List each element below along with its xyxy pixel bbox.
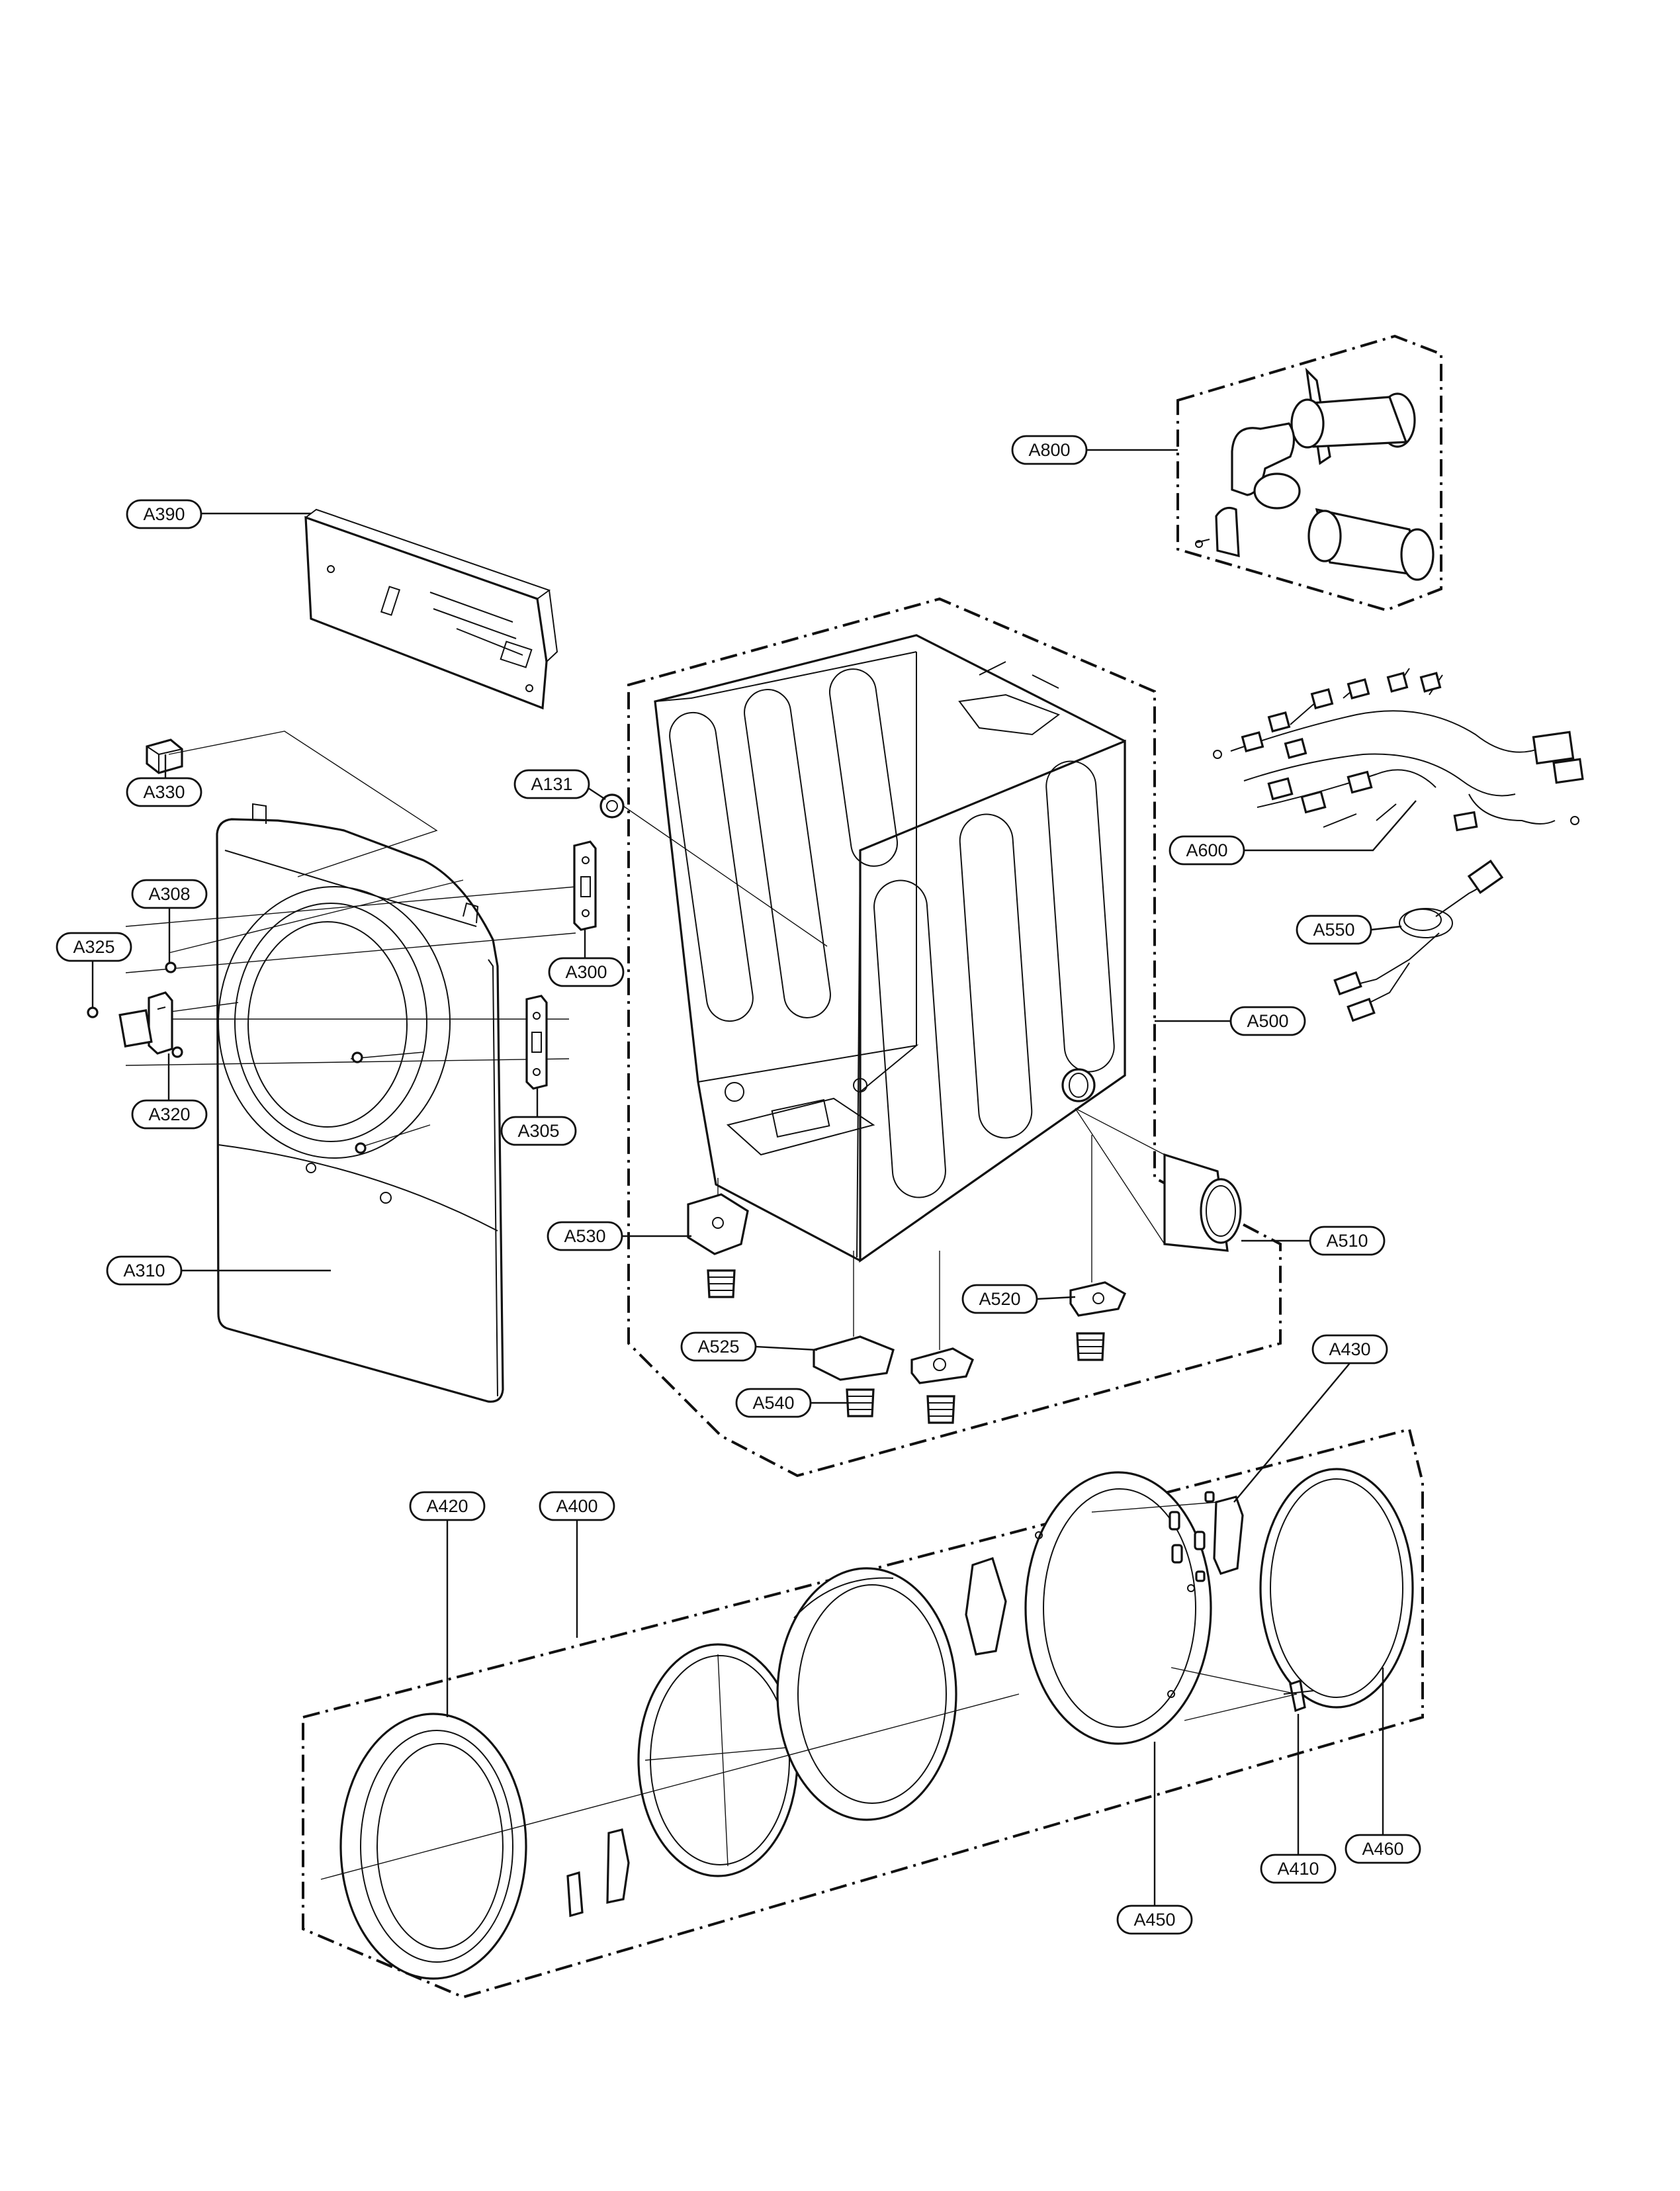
projection-lines-door [320,1501,1298,1880]
callout-a460-label: A460 [1362,1839,1403,1859]
callout-a325-label: A325 [73,937,114,957]
hinge-plate-upper [573,840,597,931]
callout-a310-label: A310 [123,1261,165,1280]
callout-a305: A305 [500,1116,577,1146]
callout-a308-label: A308 [148,884,190,904]
callout-a520: A520 [961,1284,1038,1314]
callout-a310: A310 [106,1255,183,1286]
callout-a300: A300 [548,957,625,987]
callout-a600: A600 [1169,835,1245,866]
callout-a530: A530 [547,1221,623,1251]
callout-a550-label: A550 [1313,920,1354,940]
group-boundary-duct [1176,334,1442,612]
hinge-clip-part [146,738,183,774]
latch-bracket [118,991,173,1055]
callout-a330: A330 [126,777,202,807]
callout-a500-label: A500 [1247,1011,1288,1031]
door-inner-frame [776,1567,957,1821]
callout-a390-label: A390 [143,504,185,524]
screws-front [87,961,367,1154]
callout-a525-label: A525 [697,1337,739,1357]
door-hinge-frame [965,1471,1212,1745]
callout-a600-label: A600 [1186,840,1227,860]
callout-a450-label: A450 [1133,1910,1175,1930]
callout-a800: A800 [1011,435,1088,465]
callout-a430-label: A430 [1329,1339,1370,1359]
exhaust-duct-assembly [1195,367,1435,581]
callout-a460: A460 [1345,1834,1421,1864]
projection-lines-front-panel [125,731,576,1149]
door-gasket [1259,1468,1414,1709]
door-outer-ring [339,1713,527,1980]
power-cord [1333,860,1504,1022]
callout-a520-label: A520 [979,1289,1020,1309]
callout-a800-label: A800 [1028,440,1070,460]
callout-a530-label: A530 [564,1226,605,1246]
vent-duct-ring [1075,1108,1242,1252]
callout-a500: A500 [1229,1006,1306,1036]
callout-a390: A390 [126,499,202,529]
door-strike [1283,1679,1314,1713]
callouts: A390 A330 A308 A325 A320 A310 [56,435,1421,1935]
callout-a320-label: A320 [148,1104,190,1124]
callout-a540-label: A540 [752,1393,794,1413]
group-boundary-door [302,1427,1424,1999]
callout-a320: A320 [131,1099,208,1130]
front-panel [216,803,504,1403]
door-latch-bracket [1169,1491,1244,1582]
cabinet-knob [599,793,828,947]
callout-a410-label: A410 [1277,1859,1319,1879]
callout-a420: A420 [409,1491,486,1521]
wire-harness [1213,668,1584,832]
cabinet [654,634,1126,1263]
control-bracket [304,508,558,710]
callout-a540: A540 [735,1388,812,1418]
callout-a510: A510 [1309,1226,1386,1256]
hinge-plate-lower [525,995,548,1090]
callout-a510-label: A510 [1326,1231,1368,1251]
inner-glass [637,1643,799,1877]
callout-a131: A131 [513,769,590,799]
callout-a400: A400 [539,1491,615,1521]
callout-a420-label: A420 [426,1496,468,1516]
callout-a450: A450 [1116,1904,1193,1935]
leveling-brackets-and-feet [687,1135,1127,1424]
callout-a400-label: A400 [556,1496,597,1516]
callout-a430: A430 [1311,1334,1388,1364]
callout-a308: A308 [131,879,208,909]
callout-a131-label: A131 [531,774,572,794]
callout-a305-label: A305 [517,1121,559,1141]
callout-a300-label: A300 [565,962,607,982]
door-handle-parts [566,1828,693,1918]
callout-a525: A525 [680,1331,757,1362]
callout-a550: A550 [1296,915,1372,945]
callout-a330-label: A330 [143,782,185,802]
callout-a410: A410 [1260,1854,1337,1884]
callout-a325: A325 [56,932,132,962]
